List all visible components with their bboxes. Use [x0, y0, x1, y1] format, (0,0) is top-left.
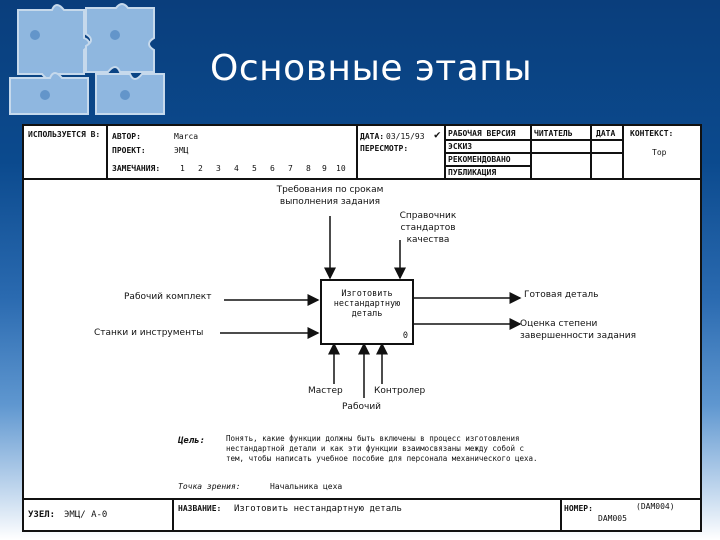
function-box: Изготовить нестандартную деталь 0: [320, 279, 414, 345]
date-label: ДАТА:: [360, 132, 385, 141]
note-num: 4: [234, 164, 239, 173]
project-value: ЭМЦ: [174, 146, 189, 155]
reader-label: ЧИТАТЕЛЬ: [534, 129, 573, 138]
puzzle-logo: [9, 3, 165, 115]
status-recommended: РЕКОМЕНДОВАНО: [448, 155, 511, 164]
mechanism-label: Рабочий: [342, 402, 382, 412]
number-value-2: DAM005: [598, 514, 627, 523]
status-publication: ПУБЛИКАЦИЯ: [448, 168, 497, 177]
review-label: ПЕРЕСМОТР:: [360, 144, 409, 153]
control-label: Справочник стандартов качества: [399, 211, 457, 245]
note-num: 10: [336, 164, 346, 173]
author-label: АВТОР:: [112, 132, 141, 141]
status-draft: ЭСКИЗ: [448, 142, 473, 151]
note-num: 5: [252, 164, 257, 173]
slide-title: Основные этапы: [210, 48, 533, 89]
note-num: 3: [216, 164, 221, 173]
notes-label: ЗАМЕЧАНИЯ:: [112, 164, 161, 173]
note-num: 9: [322, 164, 327, 173]
number-value: (DAM004): [636, 502, 675, 511]
output-label: Оценка степени завершенности задания: [520, 319, 636, 341]
author-value: Marca: [174, 132, 199, 141]
context-value: Top: [652, 148, 667, 157]
status-working: РАБОЧАЯ ВЕРСИЯ: [448, 129, 516, 138]
viewpoint-label: Точка зрения:: [178, 482, 241, 491]
purpose-label: Цель:: [178, 436, 206, 446]
name-value: Изготовить нестандартную деталь: [234, 504, 402, 514]
node-label: УЗЕЛ:: [28, 510, 56, 520]
check-icon: ✔: [434, 128, 441, 141]
mechanism-label: Контролер: [374, 386, 426, 396]
control-label: Требования по срокам выполнения задания: [276, 185, 384, 207]
used-in-label: ИСПОЛЬЗУЕТСЯ В:: [28, 130, 101, 139]
form-header: ИСПОЛЬЗУЕТСЯ В: АВТОР: Marca ПРОЕКТ: ЭМЦ…: [24, 126, 700, 180]
function-number: 0: [402, 331, 408, 341]
input-label: Станки и инструменты: [94, 328, 204, 338]
mechanism-label: Мастер: [308, 386, 343, 396]
form-footer: УЗЕЛ: ЭМЦ/ A-0 НАЗВАНИЕ: Изготовить нест…: [24, 498, 700, 532]
function-name: Изготовить нестандартную деталь: [333, 289, 401, 319]
note-num: 1: [180, 164, 185, 173]
context-label: КОНТЕКСТ:: [630, 129, 674, 138]
note-num: 7: [288, 164, 293, 173]
node-value: ЭМЦ/ A-0: [64, 510, 108, 520]
date-value: 03/15/93: [386, 132, 425, 141]
viewpoint-value: Начальника цеха: [270, 482, 343, 491]
date2-label: ДАТА: [596, 129, 616, 138]
note-num: 2: [198, 164, 203, 173]
project-label: ПРОЕКТ:: [112, 146, 146, 155]
input-label: Рабочий комплект: [124, 292, 212, 302]
output-label: Готовая деталь: [524, 290, 599, 300]
number-label: НОМЕР:: [564, 504, 593, 513]
name-label: НАЗВАНИЕ:: [178, 504, 222, 513]
purpose-text: Понять, какие функции должны быть включе…: [226, 434, 538, 463]
idef0-diagram-sheet: ИСПОЛЬЗУЕТСЯ В: АВТОР: Marca ПРОЕКТ: ЭМЦ…: [22, 124, 702, 532]
idef0-arrows: [220, 216, 522, 398]
note-num: 8: [306, 164, 311, 173]
note-num: 6: [270, 164, 275, 173]
